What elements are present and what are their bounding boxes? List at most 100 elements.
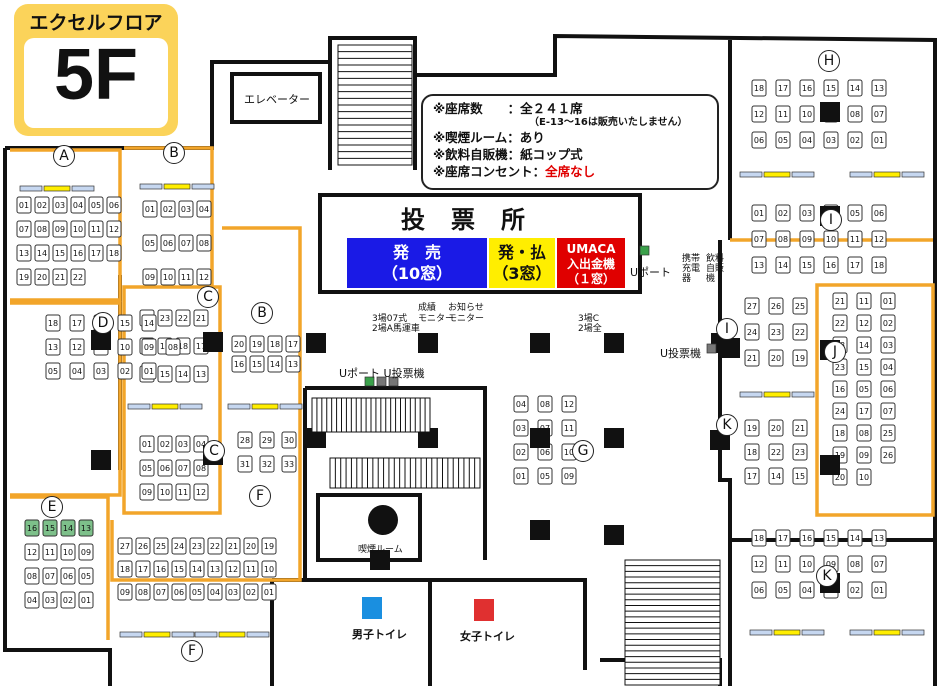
seat[interactable]: 14 — [847, 529, 863, 547]
seat[interactable]: 06 — [880, 380, 896, 398]
seat[interactable]: 13 — [193, 365, 209, 383]
seat[interactable]: 12 — [751, 105, 767, 123]
seat[interactable]: 13 — [45, 338, 61, 356]
seat[interactable]: 06 — [751, 581, 767, 599]
seat[interactable]: 14 — [775, 256, 791, 274]
seat[interactable]: 13 — [285, 355, 301, 373]
seat[interactable]: 05 — [88, 196, 104, 214]
seat[interactable]: 05 — [189, 583, 205, 601]
seat[interactable]: 09 — [142, 268, 158, 286]
seat[interactable]: 17 — [856, 402, 872, 420]
seat[interactable]: 08 — [165, 338, 181, 356]
seat[interactable]: 21 — [52, 268, 68, 286]
seat[interactable]: 14 — [141, 314, 157, 332]
seat[interactable]: 12 — [856, 314, 872, 332]
umaca-window[interactable]: UMACA 入出金機 （１窓） — [557, 238, 625, 288]
seat[interactable]: 18 — [267, 335, 283, 353]
seat[interactable]: 04 — [207, 583, 223, 601]
seat[interactable]: 05 — [139, 459, 155, 477]
seat[interactable]: 01 — [141, 362, 157, 380]
seat[interactable]: 03 — [52, 196, 68, 214]
seat[interactable]: 05 — [142, 234, 158, 252]
seat[interactable]: 27 — [744, 297, 760, 315]
seat[interactable]: 04 — [799, 581, 815, 599]
seat[interactable]: 26 — [768, 297, 784, 315]
seat[interactable]: 23 — [792, 443, 808, 461]
seat[interactable]: 07 — [178, 234, 194, 252]
seat[interactable]: 28 — [237, 431, 253, 449]
seat[interactable]: 01 — [142, 200, 158, 218]
seat[interactable]: 15 — [856, 358, 872, 376]
seat[interactable]: 17 — [135, 560, 151, 578]
seat[interactable]: 12 — [24, 543, 40, 561]
seat[interactable]: 26 — [880, 446, 896, 464]
seat[interactable]: 09 — [78, 543, 94, 561]
seat[interactable]: 26 — [135, 537, 151, 555]
seat[interactable]: 10 — [799, 105, 815, 123]
seat[interactable]: 17 — [88, 244, 104, 262]
seat[interactable]: 14 — [175, 365, 191, 383]
seat[interactable]: 02 — [60, 591, 76, 609]
seat[interactable]: 17 — [285, 335, 301, 353]
seat[interactable]: 07 — [880, 402, 896, 420]
seat[interactable]: 18 — [106, 244, 122, 262]
seat[interactable]: 03 — [513, 419, 529, 437]
seat[interactable]: 30 — [281, 431, 297, 449]
seat[interactable]: 10 — [117, 338, 133, 356]
seat[interactable]: 15 — [117, 314, 133, 332]
seat[interactable]: 04 — [880, 358, 896, 376]
seat[interactable]: 09 — [561, 467, 577, 485]
seat[interactable]: 16 — [24, 519, 40, 537]
seat[interactable]: 01 — [16, 196, 32, 214]
terminal-icon[interactable] — [388, 376, 399, 387]
seat[interactable]: 08 — [135, 583, 151, 601]
seat[interactable]: 22 — [792, 323, 808, 341]
seat[interactable]: 19 — [792, 349, 808, 367]
seat[interactable]: 12 — [193, 483, 209, 501]
seat[interactable]: 16 — [823, 256, 839, 274]
seat[interactable]: 16 — [70, 244, 86, 262]
seat[interactable]: 12 — [751, 555, 767, 573]
seat[interactable]: 24 — [744, 323, 760, 341]
seat[interactable]: 05 — [775, 581, 791, 599]
seat[interactable]: 14 — [856, 336, 872, 354]
seat[interactable]: 24 — [832, 402, 848, 420]
seat[interactable]: 11 — [561, 419, 577, 437]
seat[interactable]: 05 — [847, 204, 863, 222]
seat[interactable]: 13 — [871, 529, 887, 547]
seat[interactable]: 15 — [792, 467, 808, 485]
seat[interactable]: 02 — [847, 131, 863, 149]
seat[interactable]: 22 — [175, 309, 191, 327]
seat[interactable]: 15 — [42, 519, 58, 537]
seat[interactable]: 17 — [775, 529, 791, 547]
seat[interactable]: 20 — [231, 335, 247, 353]
seat[interactable]: 07 — [751, 230, 767, 248]
seat[interactable]: 10 — [157, 483, 173, 501]
seat[interactable]: 16 — [799, 529, 815, 547]
seat[interactable]: 32 — [259, 455, 275, 473]
seat[interactable]: 03 — [880, 336, 896, 354]
seat[interactable]: 03 — [799, 204, 815, 222]
seat[interactable]: 01 — [871, 131, 887, 149]
seat[interactable]: 02 — [34, 196, 50, 214]
seat[interactable]: 15 — [823, 79, 839, 97]
seat[interactable]: 15 — [249, 355, 265, 373]
seat[interactable]: 24 — [171, 537, 187, 555]
seat[interactable]: 18 — [751, 529, 767, 547]
seat[interactable]: 04 — [196, 200, 212, 218]
seat[interactable]: 15 — [157, 365, 173, 383]
terminal-icon[interactable] — [706, 343, 717, 354]
seat[interactable]: 02 — [880, 314, 896, 332]
seat[interactable]: 22 — [832, 314, 848, 332]
seat[interactable]: 03 — [175, 435, 191, 453]
seat[interactable]: 25 — [153, 537, 169, 555]
seat[interactable]: 03 — [178, 200, 194, 218]
seat[interactable]: 01 — [261, 583, 277, 601]
seat[interactable]: 07 — [871, 105, 887, 123]
seat[interactable]: 05 — [45, 362, 61, 380]
seat[interactable]: 05 — [856, 380, 872, 398]
seat[interactable]: 21 — [225, 537, 241, 555]
seat[interactable]: 19 — [249, 335, 265, 353]
seat[interactable]: 07 — [153, 583, 169, 601]
seat[interactable]: 06 — [171, 583, 187, 601]
